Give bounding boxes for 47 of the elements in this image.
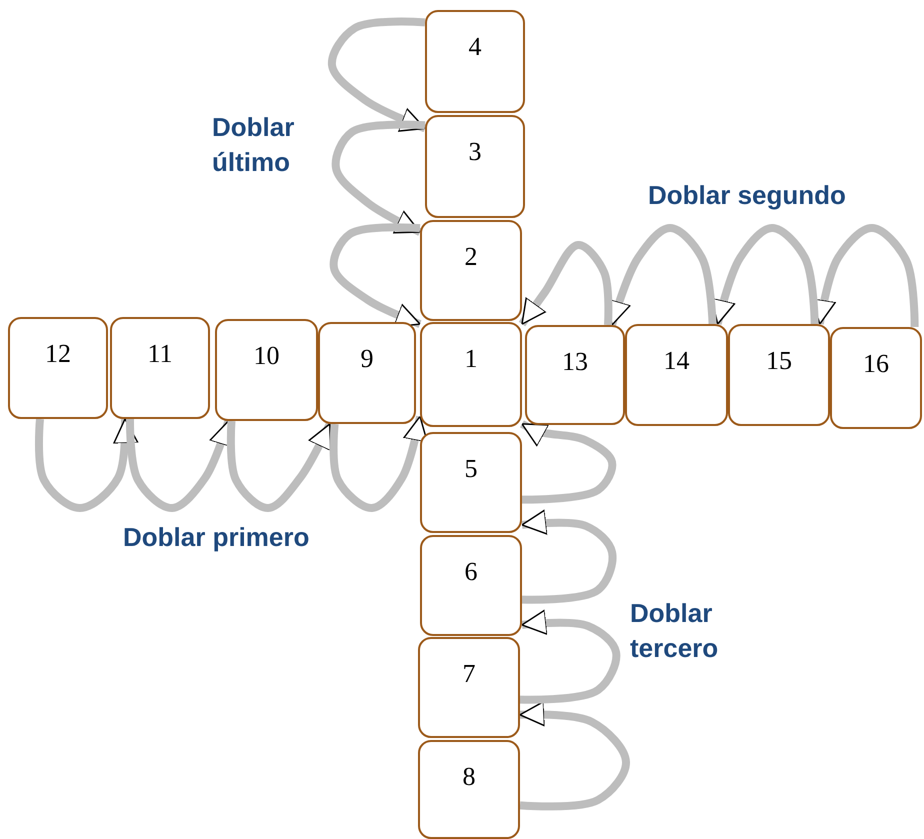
numbered-square	[420, 535, 522, 636]
numbered-square	[525, 325, 625, 425]
numbered-square	[215, 319, 318, 421]
fold-step-label: Doblar primero	[123, 521, 310, 554]
box-number: 7	[462, 659, 476, 689]
box-number: 14	[664, 346, 690, 376]
numbered-square	[420, 432, 522, 533]
numbered-square	[830, 327, 922, 429]
fold-arrow	[520, 420, 616, 504]
numbered-square	[8, 317, 108, 419]
fold-step-label: Doblar segundo	[648, 179, 847, 212]
fold-arrow	[226, 420, 334, 512]
box-number: 9	[360, 344, 374, 374]
box-number: 6	[464, 557, 478, 587]
numbered-square	[110, 317, 210, 419]
numbered-square	[318, 322, 416, 424]
box-number: 1	[464, 344, 478, 374]
box-number: 15	[766, 346, 792, 376]
box-number: 11	[147, 339, 173, 369]
fold-arrow	[330, 416, 428, 512]
fold-arrow	[328, 18, 426, 132]
box-number: 2	[464, 242, 478, 272]
fold-arrow	[332, 120, 426, 236]
box-number: 13	[562, 347, 588, 377]
fold-arrow	[330, 223, 422, 328]
box-number: 12	[45, 339, 71, 369]
numbered-square	[425, 115, 525, 218]
numbered-square	[728, 324, 830, 426]
numbered-square	[625, 324, 728, 426]
fold-step-label: Doblar tercero	[630, 597, 720, 666]
fold-arrow	[520, 610, 620, 704]
fold-arrow	[34, 418, 138, 512]
box-number: 10	[254, 341, 280, 371]
numbered-square	[420, 220, 522, 321]
numbered-square	[418, 740, 520, 839]
fold-arrow	[521, 510, 616, 604]
box-number: 5	[464, 454, 478, 484]
fold-step-label: Doblar último	[212, 111, 296, 180]
fold-arrow	[518, 241, 612, 326]
numbered-square	[420, 322, 522, 427]
box-number: 4	[468, 32, 482, 62]
box-number: 8	[462, 762, 476, 792]
box-number: 16	[863, 349, 889, 379]
box-number: 3	[468, 137, 482, 167]
fold-arrow	[519, 701, 630, 810]
numbered-square	[418, 637, 520, 738]
numbered-square	[425, 10, 525, 113]
